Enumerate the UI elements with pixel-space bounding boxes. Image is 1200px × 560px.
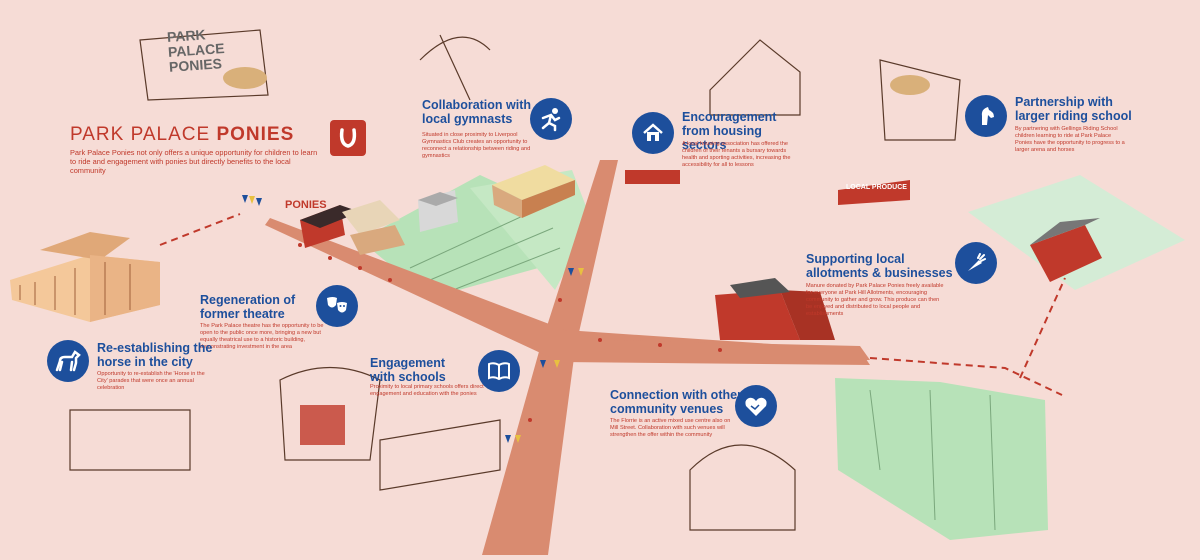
sketch-riding [879, 59, 961, 141]
sketch-venue [689, 444, 796, 531]
gymnasts-heading: Collaboration with local gymnasts [422, 98, 532, 126]
allotments-field [835, 378, 1048, 540]
horse-heading: Re-establishing the horse in the city [97, 341, 213, 369]
title-part-1: PARK PALACE [70, 124, 211, 145]
link-theatre [159, 213, 241, 246]
road-main [482, 160, 618, 555]
sketch-housing [709, 39, 801, 116]
theatre-building [10, 232, 160, 322]
handshake-icon [735, 385, 777, 427]
theatre-masks-icon [316, 285, 358, 327]
sketch-park-sign [139, 29, 269, 101]
housing-body: A local housing association has offered … [682, 141, 791, 168]
ponies-sign: PONIES [285, 199, 327, 211]
horse-head-icon [965, 95, 1007, 137]
venues-body: The Florrie is an active mixed use centr… [610, 418, 731, 438]
horse-body: Opportunity to re-establish the 'Horse i… [97, 371, 205, 391]
schools-body: Proximity to local primary schools offer… [370, 384, 484, 397]
gymnast-icon [530, 98, 572, 140]
road-extension [600, 340, 870, 362]
book-icon [478, 350, 520, 392]
allotments-body: Manure donated by Park Palace Ponies fre… [806, 283, 944, 317]
gym-buildings [418, 165, 575, 232]
church-building [715, 278, 835, 340]
page-title: PARK PALACE PONIES [70, 124, 294, 146]
allotments-heading: Supporting local allotments & businesses [806, 252, 953, 280]
ponies-stable [300, 200, 405, 255]
sketch-parade [69, 409, 191, 471]
link-riding [1019, 277, 1066, 379]
theatre-body: The Park Palace theatre has the opportun… [200, 323, 324, 350]
carrot-icon [955, 242, 997, 284]
sketch-theatre [279, 367, 381, 461]
schools-heading: Engagement with schools [370, 356, 446, 384]
riding-body: By partnering with Gellings Riding Schoo… [1015, 126, 1125, 153]
sketch-horse-gold [223, 67, 930, 95]
gymnasts-body: Situated in close proximity to Liverpool… [422, 132, 531, 159]
venues-heading: Connection with other community venues [610, 388, 742, 416]
housing-building [625, 170, 680, 184]
sketch-gymnast [419, 34, 491, 101]
house-icon [632, 112, 674, 154]
horse-icon [47, 340, 89, 382]
local-produce-sign: LOCAL PRODUCE [846, 184, 907, 191]
sketch-school [379, 419, 501, 491]
housing-heading: Encouragement from housing sectors [682, 110, 777, 152]
park-palace-sign: PARK PALACE PONIES [166, 26, 226, 75]
title-part-2: PONIES [216, 124, 295, 145]
riding-heading: Partnership with larger riding school [1015, 95, 1132, 123]
horseshoe-icon [330, 120, 366, 156]
link-allotments [869, 357, 1063, 396]
intro-text: Park Palace Ponies not only offers a uni… [70, 148, 318, 175]
riding-school-building [1030, 218, 1102, 282]
theatre-heading: Regeneration of former theatre [200, 293, 296, 321]
